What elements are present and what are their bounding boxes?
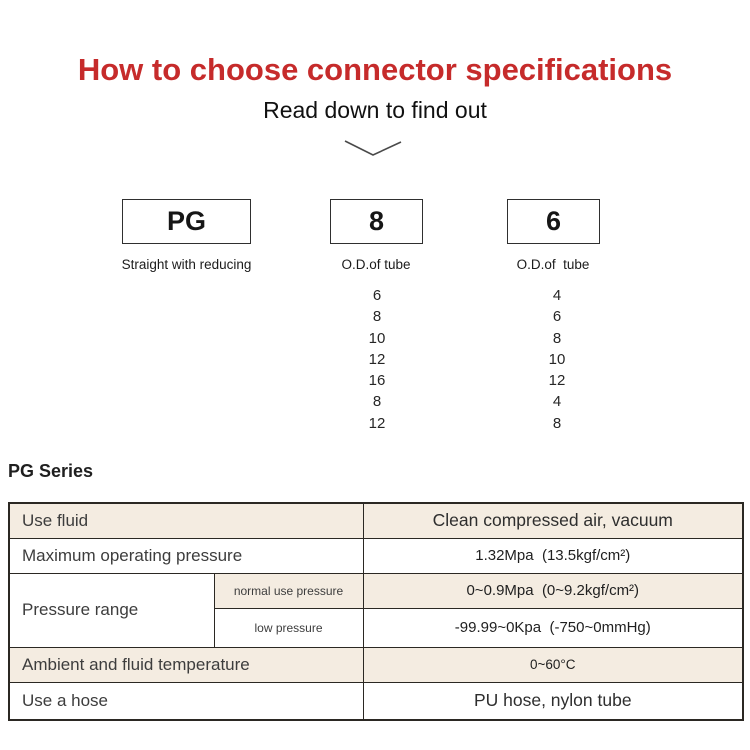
tube-od-option: 8	[372, 308, 382, 326]
tube-od-option: 10	[368, 329, 386, 347]
hose-label: Use a hose	[8, 681, 364, 721]
tube-od-option: 6	[372, 287, 382, 304]
tube-od-1-options-list: 6 8 10 12 16 8 12	[327, 285, 427, 434]
normal-pressure-label: normal use pressure	[213, 572, 364, 609]
caption-tube-od-1: O.D.of tube	[341, 257, 411, 272]
ambient-temp-value: 0~60°C	[362, 646, 744, 683]
chevron-down-icon	[344, 140, 402, 156]
caption-tube-od-2: O.D.of tube	[516, 257, 590, 272]
caption-pg: Straight with reducing	[121, 257, 252, 272]
tube-od-option: 12	[368, 414, 386, 432]
max-pressure-value: 1.32Mpa (13.5kgf/cm²)	[362, 537, 744, 574]
tube-od-option: 6	[552, 308, 562, 326]
ambient-temp-label: Ambient and fluid temperature	[8, 646, 364, 683]
tube-od-option: 16	[368, 372, 386, 390]
spec-table: Use fluid Clean compressed air, vacuum M…	[8, 502, 745, 721]
pressure-range-label: Pressure range	[8, 572, 215, 648]
tube-od-option: 4	[552, 393, 562, 411]
code-box-tube-od-1: 8	[330, 199, 423, 244]
tube-od-option: 10	[548, 350, 566, 368]
code-box-tube-od-2-label: 6	[545, 206, 562, 236]
low-pressure-value: -99.99~0Kpa (-750~0mmHg)	[362, 607, 744, 648]
hose-value: PU hose, nylon tube	[362, 681, 744, 721]
table-row-hose: Use a hose PU hose, nylon tube	[8, 681, 744, 721]
page-title: How to choose connector specifications	[77, 52, 673, 87]
code-box-tube-od-1-label: 8	[368, 206, 385, 236]
tube-od-option: 8	[552, 414, 562, 432]
tube-od-option: 12	[368, 350, 386, 368]
table-row-max-pressure: Maximum operating pressure 1.32Mpa (13.5…	[8, 537, 744, 574]
max-pressure-label: Maximum operating pressure	[8, 537, 364, 574]
code-box-pg: PG	[122, 199, 251, 244]
table-row-normal-pressure: Pressure range normal use pressure 0~0.9…	[8, 572, 744, 648]
code-box-tube-od-2: 6	[507, 199, 600, 244]
use-fluid-label: Use fluid	[8, 502, 364, 539]
tube-od-option: 12	[548, 372, 566, 390]
low-pressure-label: low pressure	[213, 607, 364, 648]
tube-od-option: 8	[552, 329, 562, 347]
table-row-use-fluid: Use fluid Clean compressed air, vacuum	[8, 502, 744, 539]
table-row-low-pressure: low pressure -99.99~0Kpa (-750~0mmHg)	[9, 607, 744, 648]
page-subtitle: Read down to find out	[263, 97, 487, 123]
table-row-ambient-temp: Ambient and fluid temperature 0~60°C	[8, 646, 744, 683]
normal-pressure-value: 0~0.9Mpa (0~9.2kgf/cm²)	[362, 572, 744, 609]
tube-od-option: 4	[552, 287, 562, 304]
tube-od-option: 8	[372, 393, 382, 411]
code-box-pg-label: PG	[166, 206, 206, 236]
use-fluid-value: Clean compressed air, vacuum	[362, 502, 744, 539]
series-heading: PG Series	[8, 461, 94, 481]
tube-od-2-options-list: 4 6 8 10 12 4 8	[507, 285, 607, 434]
